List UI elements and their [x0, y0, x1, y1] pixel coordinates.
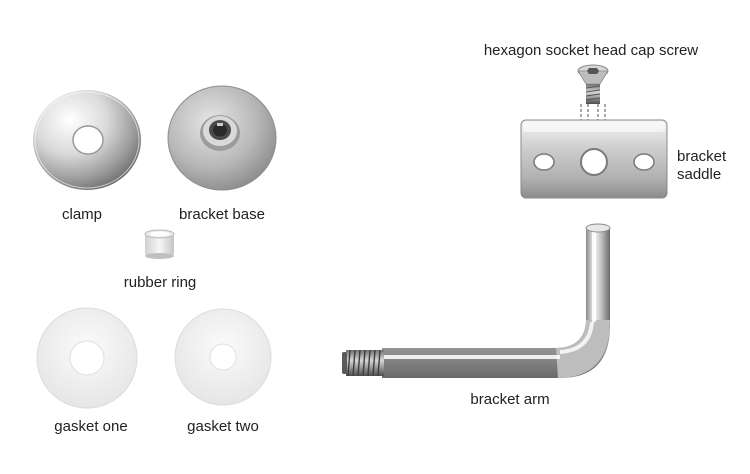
gasket-two-image — [174, 308, 272, 406]
rubber-ring-image — [144, 229, 175, 259]
rubber-ring-label: rubber ring — [123, 274, 197, 291]
saddle-label-line1: bracket — [677, 148, 727, 165]
bracket-base-image — [167, 85, 277, 191]
bracket-base-label: bracket base — [179, 206, 265, 223]
screw-label: hexagon socket head cap screw — [483, 42, 699, 59]
clamp-label: clamp — [61, 206, 103, 223]
saddle-label-line2: saddle — [677, 166, 722, 183]
gasket-one-image — [36, 307, 138, 409]
bracket-arm-image — [342, 223, 611, 378]
gasket-two-label: gasket two — [187, 418, 259, 435]
bracket-saddle-image — [520, 119, 668, 199]
gasket-one-label: gasket one — [54, 418, 128, 435]
clamp-image — [33, 90, 141, 190]
bracket-arm-label: bracket arm — [470, 391, 550, 408]
